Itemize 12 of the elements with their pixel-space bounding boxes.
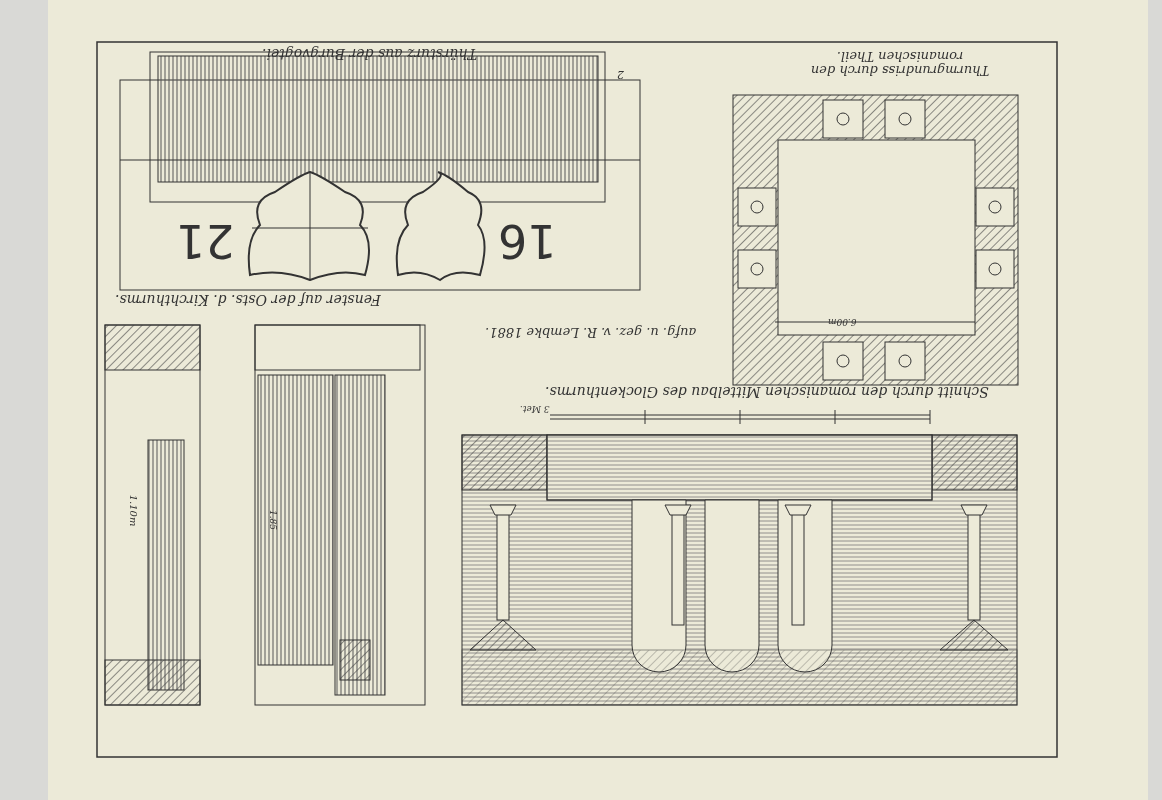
drawing-title: Thurmgrundriss durch den romanischen Theil. <box>809 48 991 77</box>
plate-number: 2 <box>617 68 624 81</box>
date-numeral: 21 <box>176 215 235 266</box>
dimension-label: 1.85 <box>267 509 277 530</box>
date-numeral: 16 <box>498 215 557 266</box>
drawing-title: Fenster auf der Osts. d. Kirchthurms. <box>115 292 381 308</box>
dimension-label: 6.00m <box>828 316 857 326</box>
scale-label: 3 Met. <box>520 403 550 413</box>
dimension-label: 1.10m <box>128 494 140 527</box>
signature: aufg. u. gez. v. R. Lembke 1881. <box>485 325 697 340</box>
drawing-title: Thürsturz aus der Burgvogtei. <box>262 46 477 62</box>
drawing-title: Schnitt durch den romanischen Mittelbau des Glockenthurms. <box>545 384 989 400</box>
